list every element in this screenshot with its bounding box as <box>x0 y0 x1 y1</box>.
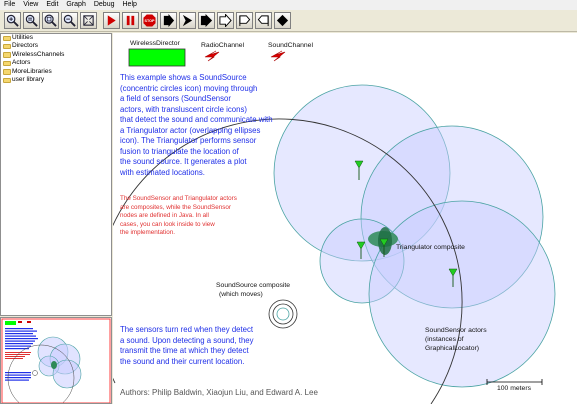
library-item-wireless-channels[interactable]: WirelessChannels <box>1 51 111 59</box>
run-icon <box>107 15 116 26</box>
overview-panel[interactable] <box>0 317 112 404</box>
stop-button[interactable]: STOP <box>141 12 158 29</box>
sensor-field <box>273 84 556 388</box>
menu-bar: File View Edit Graph Debug Help <box>0 0 577 10</box>
run-button[interactable] <box>103 12 120 29</box>
library-item-actors[interactable]: Actors <box>1 59 111 67</box>
sensor-flag-icon[interactable] <box>354 160 458 287</box>
menu-file[interactable]: File <box>4 1 16 8</box>
zoom-fit-icon <box>44 14 57 27</box>
input-port-button[interactable] <box>217 12 234 29</box>
flag-right-button[interactable] <box>236 12 253 29</box>
pause-button[interactable] <box>122 12 139 29</box>
flag-right-icon <box>239 15 251 27</box>
library-item-utilities[interactable]: Utilities <box>1 34 111 42</box>
menu-debug[interactable]: Debug <box>93 1 115 8</box>
port-right-icon <box>163 14 175 27</box>
multiport-icon <box>200 14 213 27</box>
folder-icon <box>3 60 11 67</box>
sound-source-sublabel: (which moves) <box>219 291 263 298</box>
library-tree: Utilities Directors WirelessChannels Act… <box>0 33 112 316</box>
triangulator-label: Triangulator composite <box>396 244 465 251</box>
radio-channel-icon[interactable] <box>204 50 220 62</box>
radio-channel-label: RadioChannel <box>201 42 245 49</box>
folder-icon <box>3 43 11 50</box>
multiport-button[interactable] <box>198 12 215 29</box>
sound-channel-label: SoundChannel <box>268 42 313 49</box>
flag-left-icon <box>257 15 269 27</box>
overview-thumbnail <box>1 318 111 403</box>
sound-sensor-sublabel-2: GraphicalLocator) <box>425 345 480 352</box>
model-graphics <box>113 48 556 404</box>
director-label: WirelessDirector <box>130 40 180 47</box>
menu-graph[interactable]: Graph <box>66 1 86 8</box>
zoom-in-icon <box>6 14 19 27</box>
scale-label: 100 meters <box>497 385 532 392</box>
sound-channel-icon[interactable] <box>270 50 286 62</box>
flag-left-button[interactable] <box>255 12 272 29</box>
menu-edit[interactable]: Edit <box>46 1 59 8</box>
library-item-directors[interactable]: Directors <box>1 42 111 50</box>
stop-icon: STOP <box>143 14 156 27</box>
zoom-fit-button[interactable] <box>42 12 59 29</box>
sound-sensor-range-1[interactable] <box>273 84 451 262</box>
sound-source-label: SoundSource composite <box>216 282 291 289</box>
zoom-reset-button[interactable] <box>23 12 40 29</box>
pause-icon <box>126 15 135 26</box>
folder-icon <box>3 77 11 84</box>
zoom-out-icon <box>63 14 76 27</box>
sound-source-icon[interactable] <box>268 299 298 329</box>
toolbar: STOP <box>0 10 577 32</box>
library-item-more-libraries[interactable]: MoreLibraries <box>1 68 111 76</box>
menu-view[interactable]: View <box>23 1 39 8</box>
fullscreen-button[interactable] <box>80 12 97 29</box>
relation-button[interactable] <box>274 12 291 29</box>
folder-icon <box>3 52 11 58</box>
sound-sensor-range-2[interactable] <box>360 125 544 309</box>
folder-icon <box>3 69 11 75</box>
output-port-button[interactable] <box>179 12 196 29</box>
input-port-icon <box>219 14 232 27</box>
sound-sensor-sublabel-1: (instances of <box>425 336 464 343</box>
zoom-in-button[interactable] <box>4 12 21 29</box>
fullscreen-icon <box>83 15 94 26</box>
zoom-out-button[interactable] <box>61 12 78 29</box>
scale-bar <box>486 379 543 385</box>
output-port-icon <box>182 14 193 27</box>
wireless-director-icon[interactable] <box>128 48 186 67</box>
menu-help[interactable]: Help <box>122 1 137 8</box>
sound-wave-arc <box>113 118 463 404</box>
stop-icon-label: STOP <box>144 19 155 23</box>
model-canvas[interactable]: WirelessDirector RadioChannel SoundChann… <box>113 33 577 404</box>
authors-text: Authors: Philip Baldwin, Xiaojun Liu, an… <box>120 388 318 397</box>
zoom-reset-icon <box>25 14 38 27</box>
relation-diamond-icon <box>276 14 289 27</box>
port-right-button[interactable] <box>160 12 177 29</box>
sound-sensor-label: SoundSensor actors <box>425 327 487 334</box>
folder-icon <box>3 35 11 42</box>
library-item-user-library[interactable]: user library <box>1 76 111 84</box>
